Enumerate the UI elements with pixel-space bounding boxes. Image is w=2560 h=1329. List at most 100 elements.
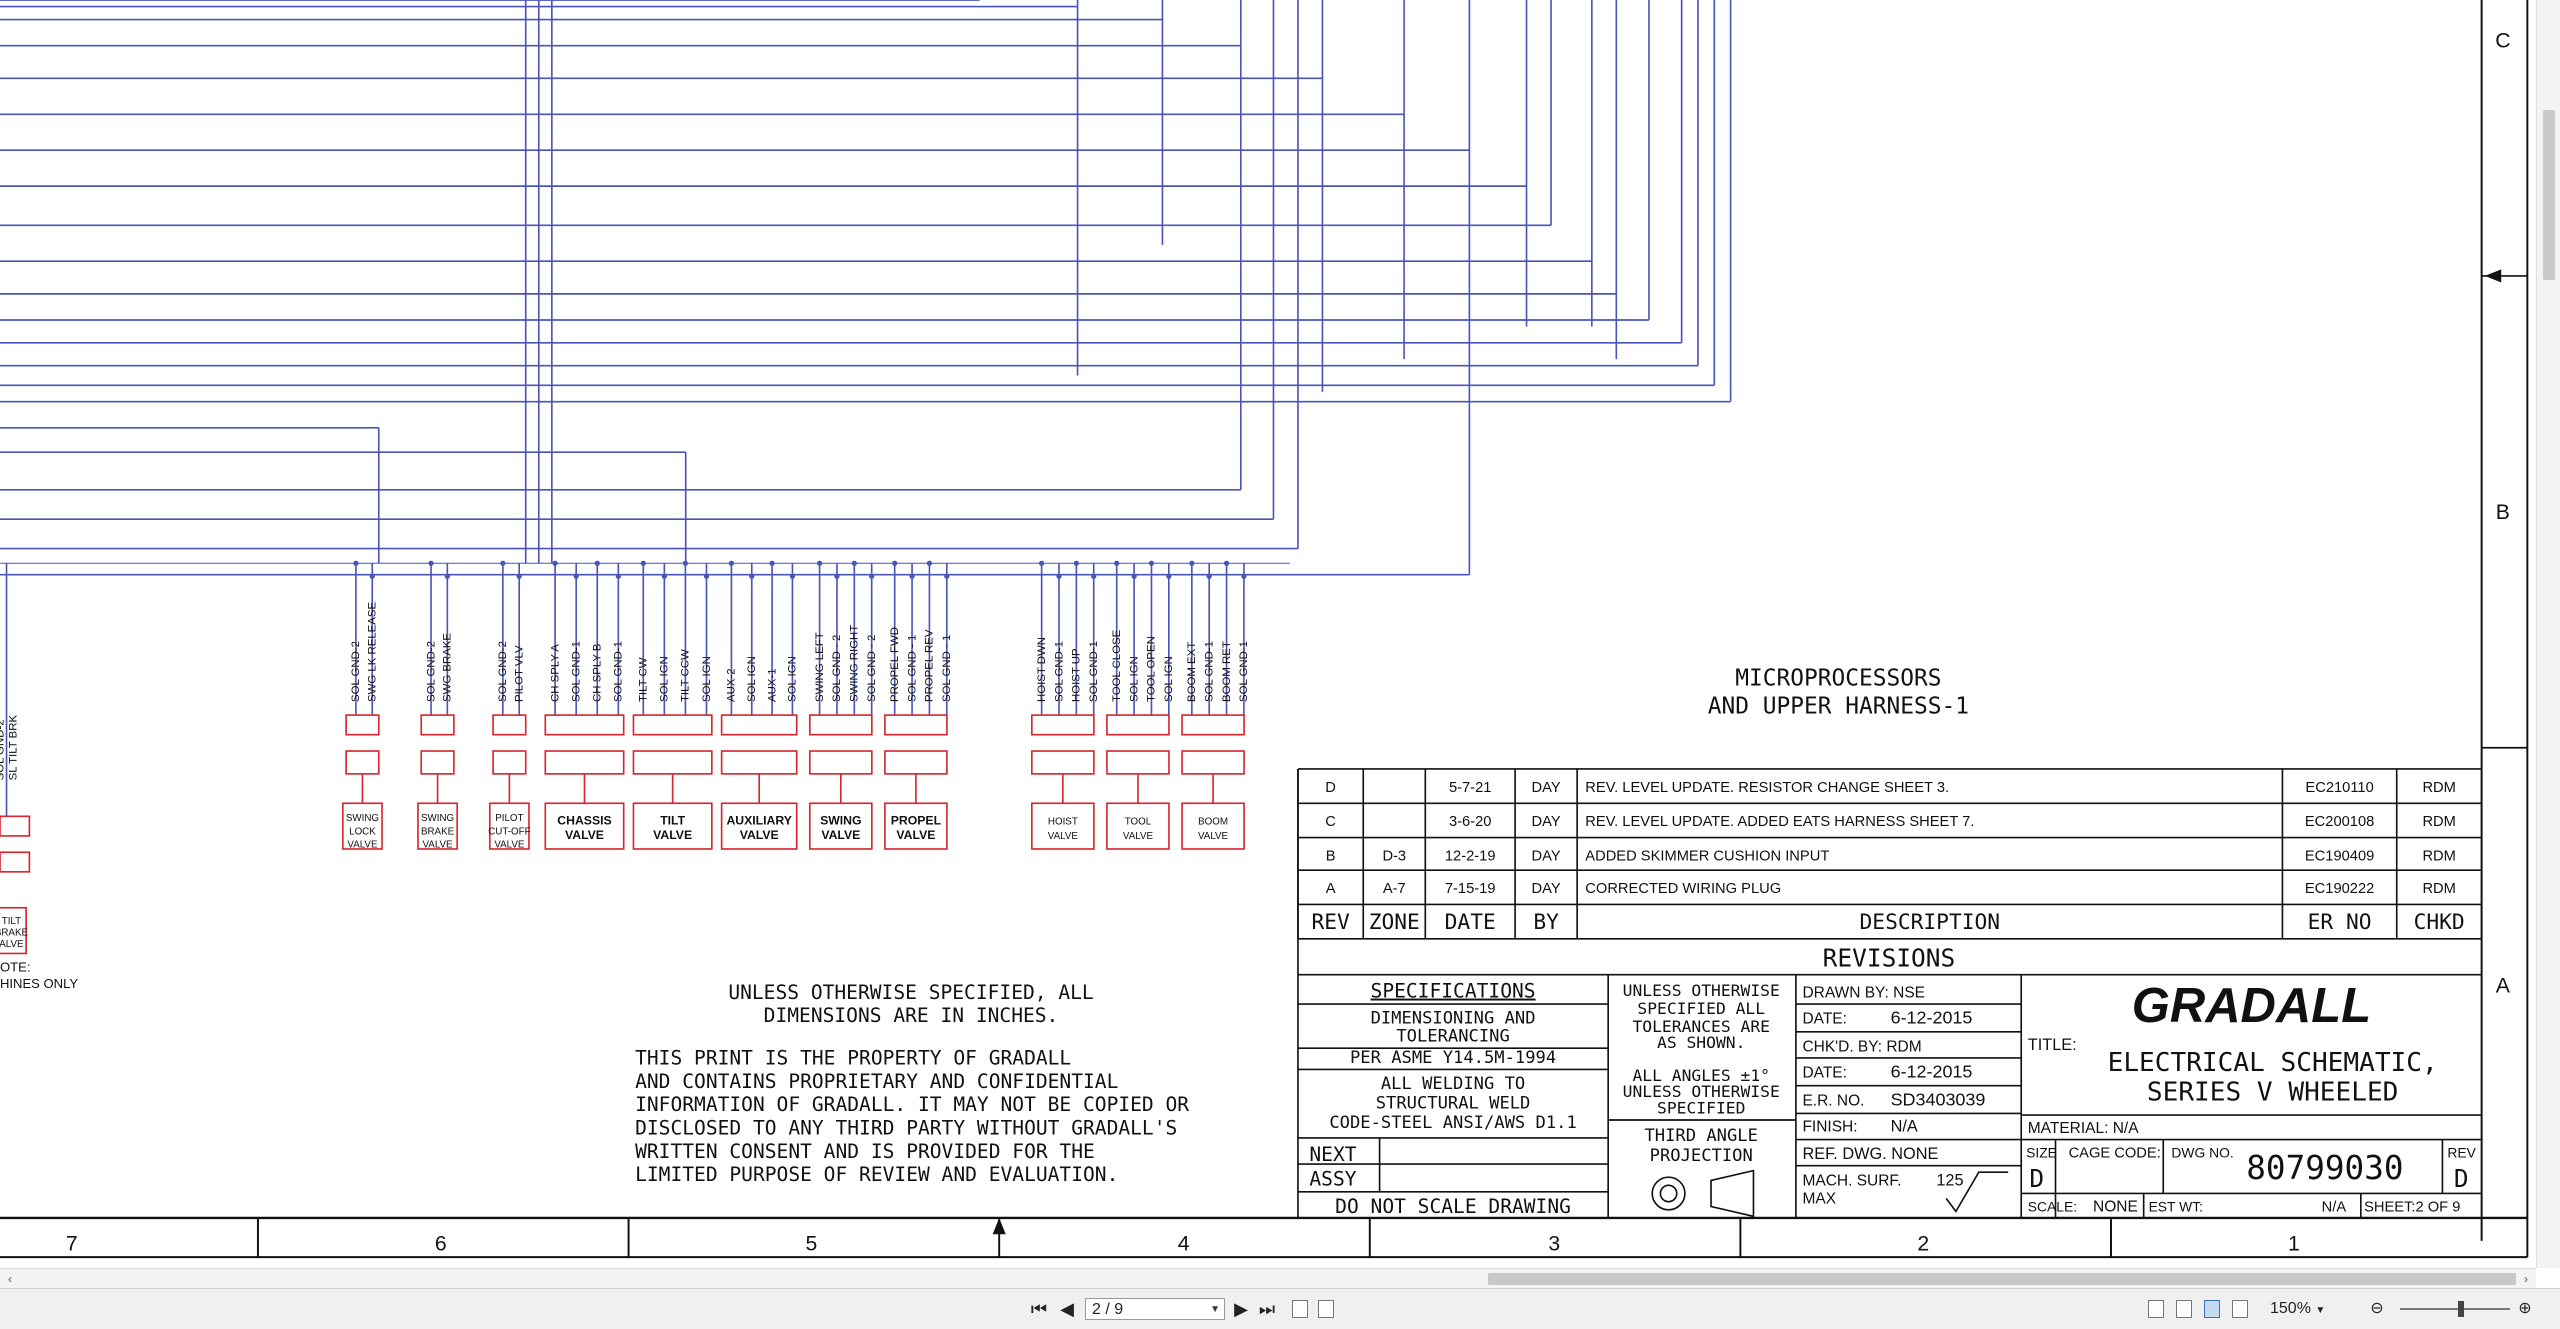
valve-label: CHASSIS <box>557 813 611 827</box>
next-assy-label: NEXT <box>1309 1143 1356 1166</box>
do-not-scale-label: DO NOT SCALE DRAWING <box>1335 1195 1571 1218</box>
cover-view-icon[interactable] <box>2232 1300 2248 1318</box>
proprietary-note: THIS PRINT IS THE PROPERTY OF GRADALL <box>635 1046 1071 1069</box>
zoom-slider-knob[interactable] <box>2458 1301 2464 1317</box>
revision-cell: EC190409 <box>2305 848 2374 864</box>
note-text: HINES ONLY <box>0 976 78 991</box>
revisions-title: REVISIONS <box>1823 944 1956 973</box>
two-page-layout-icon[interactable] <box>1318 1300 1334 1318</box>
connector-plug <box>492 750 527 775</box>
valve-label: VALVE <box>423 839 454 850</box>
wire-junction <box>749 573 755 579</box>
valve-box <box>488 802 530 850</box>
wire-label: TILT CCW <box>680 649 692 702</box>
revision-cell: RDM <box>2422 848 2455 864</box>
projection-symbol-icon <box>1659 1184 1678 1203</box>
single-page-view-icon[interactable] <box>2148 1300 2164 1318</box>
zone-number: 1 <box>2288 1233 2300 1256</box>
wire-junction <box>353 560 359 566</box>
valve-box <box>632 802 713 850</box>
spec-line: TOLERANCING <box>1396 1027 1509 1047</box>
wire-label: TOOL CLOSE <box>1111 629 1123 702</box>
wire-junction <box>1091 573 1097 579</box>
wire-label: SOL GND-1 <box>570 641 582 702</box>
zone-letter: B <box>2496 501 2510 524</box>
valve-label: SWING <box>820 813 861 827</box>
wire-junction <box>944 573 950 579</box>
connector-plug <box>884 750 948 775</box>
previous-page-icon[interactable]: ◀ <box>1060 1299 1074 1319</box>
vertical-scrollbar[interactable] <box>2536 0 2560 1268</box>
zone-letter: C <box>2495 29 2510 52</box>
wire-junction <box>834 573 840 579</box>
valve-label: VALVE <box>1198 831 1229 842</box>
scale-value: NONE <box>2093 1198 2138 1215</box>
horizontal-scroll-thumb[interactable] <box>1488 1273 2516 1285</box>
mach-surf-label: MACH. SURF. <box>1802 1172 1901 1189</box>
first-page-icon[interactable]: ⏮ <box>1030 1299 1048 1319</box>
scroll-left-icon[interactable]: ‹ <box>8 1272 12 1286</box>
last-page-icon[interactable]: ⏭ <box>1258 1299 1276 1319</box>
wire-label: SOL IGN <box>746 656 758 702</box>
rev-label: REV <box>2447 1145 2476 1161</box>
vertical-scroll-thumb[interactable] <box>2543 110 2555 280</box>
valve-box <box>720 802 798 850</box>
spec-line: DIMENSIONING AND <box>1371 1009 1536 1029</box>
horizontal-scrollbar[interactable]: ‹ › <box>0 1268 2536 1289</box>
drawn-by: DRAWN BY: NSE <box>1802 985 1925 1002</box>
wire-junction <box>789 573 796 579</box>
wire-label: SOL GND-2 <box>0 719 6 780</box>
wire-junction <box>369 573 375 579</box>
center-arrow-icon <box>992 1217 1006 1235</box>
wire-label: TOOL OPEN <box>1146 636 1158 702</box>
rev-value: D <box>2454 1164 2469 1193</box>
scroll-right-icon[interactable]: › <box>2524 1272 2528 1286</box>
wire-junction <box>816 560 823 566</box>
er-value: SD3403039 <box>1891 1089 1986 1109</box>
valve-box <box>1106 802 1170 850</box>
wire-label: SOL GND - 2 <box>866 635 878 702</box>
wire-junction <box>661 573 667 579</box>
mach-surf-value: 125 <box>1936 1171 1963 1189</box>
valve-label: BRAKE <box>0 928 28 939</box>
revision-cell: A-7 <box>1383 881 1406 897</box>
facing-view-icon[interactable] <box>2204 1300 2220 1318</box>
revision-cell: RDM <box>2422 814 2455 830</box>
zoom-level-select[interactable]: 150% ▼ <box>2270 1298 2360 1320</box>
page-number-input[interactable]: 2 / 9▼ <box>1085 1298 1225 1320</box>
continuous-view-icon[interactable] <box>2176 1300 2192 1318</box>
wire-label: SOL IGN <box>787 656 799 702</box>
drawing-title: SERIES V WHEELED <box>2147 1077 2399 1107</box>
checked-date: 6-12-2015 <box>1891 1062 1973 1082</box>
wire-label: HOIST UP <box>1071 648 1083 702</box>
wire-junction <box>1114 560 1120 566</box>
general-note: DIMENSIONS ARE IN INCHES. <box>764 1004 1059 1027</box>
connector-plug <box>1181 750 1245 775</box>
valve-label: PROPEL <box>891 813 942 827</box>
zone-number: 2 <box>1917 1233 1929 1256</box>
proprietary-note: LIMITED PURPOSE OF REVIEW AND EVALUATION… <box>635 1163 1118 1186</box>
title-label: TITLE: <box>2028 1036 2077 1054</box>
page-layout-icon[interactable] <box>1292 1300 1308 1318</box>
wire-label: PROPEL REV <box>924 629 936 702</box>
revision-cell: REV. LEVEL UPDATE. RESISTOR CHANGE SHEET… <box>1585 780 1949 796</box>
scale-label: SCALE: <box>2028 1198 2077 1214</box>
wire-junction <box>1131 573 1137 579</box>
tolerance-line: SPECIFIED <box>1657 1098 1745 1117</box>
connector-shell <box>345 714 380 736</box>
revision-cell: DAY <box>1532 881 1561 897</box>
viewer-status-bar: ⏮ ◀ 2 / 9▼ ▶ ⏭ 150% ▼ ⊖ ⊕ <box>0 1288 2560 1329</box>
dwg-no-label: DWG NO. <box>2171 1145 2233 1161</box>
zoom-out-icon[interactable]: ⊖ <box>2370 1300 2384 1317</box>
next-page-icon[interactable]: ▶ <box>1234 1299 1248 1319</box>
zoom-slider[interactable] <box>2400 1301 2510 1317</box>
zoom-in-icon[interactable]: ⊕ <box>2518 1300 2532 1317</box>
connector-plug <box>544 750 625 775</box>
wire-label: SOL GND-1 <box>613 641 625 702</box>
